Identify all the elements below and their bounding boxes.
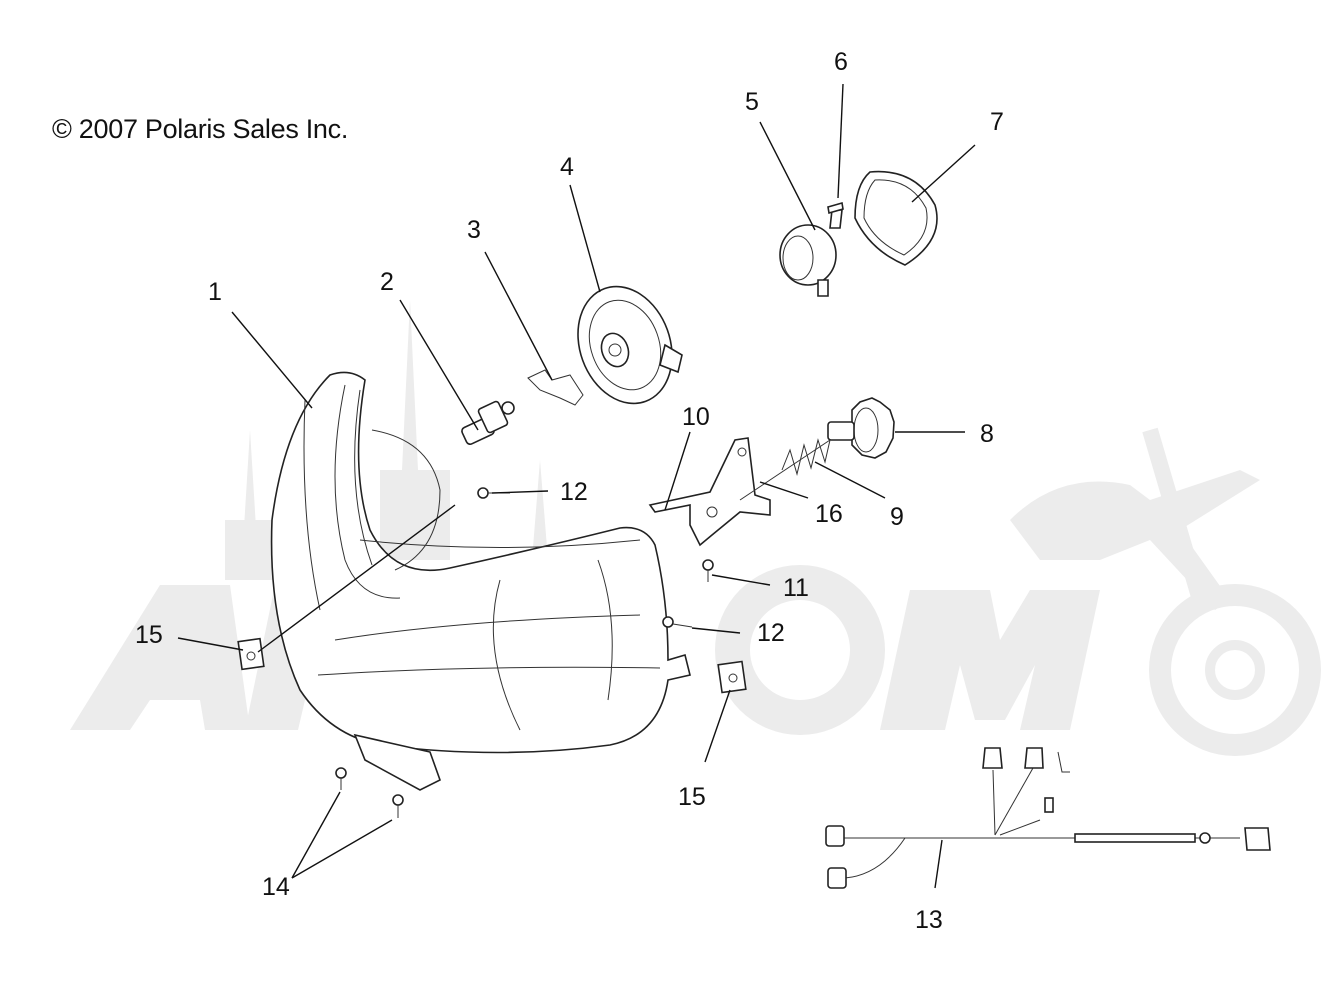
callout-7: 7 xyxy=(990,108,1004,136)
callout-11: 11 xyxy=(783,574,809,602)
callout-3: 3 xyxy=(467,216,481,244)
leader-lines xyxy=(177,83,976,889)
callout-12-upper: 12 xyxy=(560,478,588,506)
gasket xyxy=(854,170,938,266)
bulb-retaining-clip xyxy=(527,369,584,406)
callout-15-left: 15 xyxy=(135,621,163,649)
callout-12-lower: 12 xyxy=(757,619,785,647)
screw-12-lower xyxy=(662,616,693,628)
copyright-notice: © 2007 Polaris Sales Inc. xyxy=(52,114,349,144)
dome-cover xyxy=(779,209,843,297)
callout-2: 2 xyxy=(380,268,394,296)
callout-4: 4 xyxy=(560,153,574,181)
screw-11 xyxy=(702,559,714,582)
callout-15-right: 15 xyxy=(678,783,706,811)
screw-14-a xyxy=(335,767,347,790)
callout-1: 1 xyxy=(208,278,222,306)
callout-8: 8 xyxy=(980,420,994,448)
clip-15-left xyxy=(237,637,265,671)
callout-13: 13 xyxy=(915,906,943,934)
headlight-housing xyxy=(270,371,691,791)
screw-6 xyxy=(827,201,844,215)
callout-14: 14 xyxy=(262,873,290,901)
reflector xyxy=(577,285,683,405)
callout-6: 6 xyxy=(834,48,848,76)
adjuster-knob xyxy=(827,397,895,459)
callout-9: 9 xyxy=(890,503,904,531)
screw-14-b xyxy=(392,794,404,818)
adjuster-bracket xyxy=(648,437,771,547)
callout-16: 16 xyxy=(815,500,843,528)
bulb xyxy=(461,400,515,445)
adjuster-rod xyxy=(739,439,831,501)
callout-labels: 1 2 3 4 5 6 7 8 9 10 11 12 12 13 14 15 1… xyxy=(135,48,1004,934)
callout-5: 5 xyxy=(745,88,759,116)
callout-10: 10 xyxy=(682,403,710,431)
adjuster-spring xyxy=(781,438,831,476)
clip-15-right xyxy=(717,660,747,694)
wiring-harness xyxy=(825,747,1271,889)
